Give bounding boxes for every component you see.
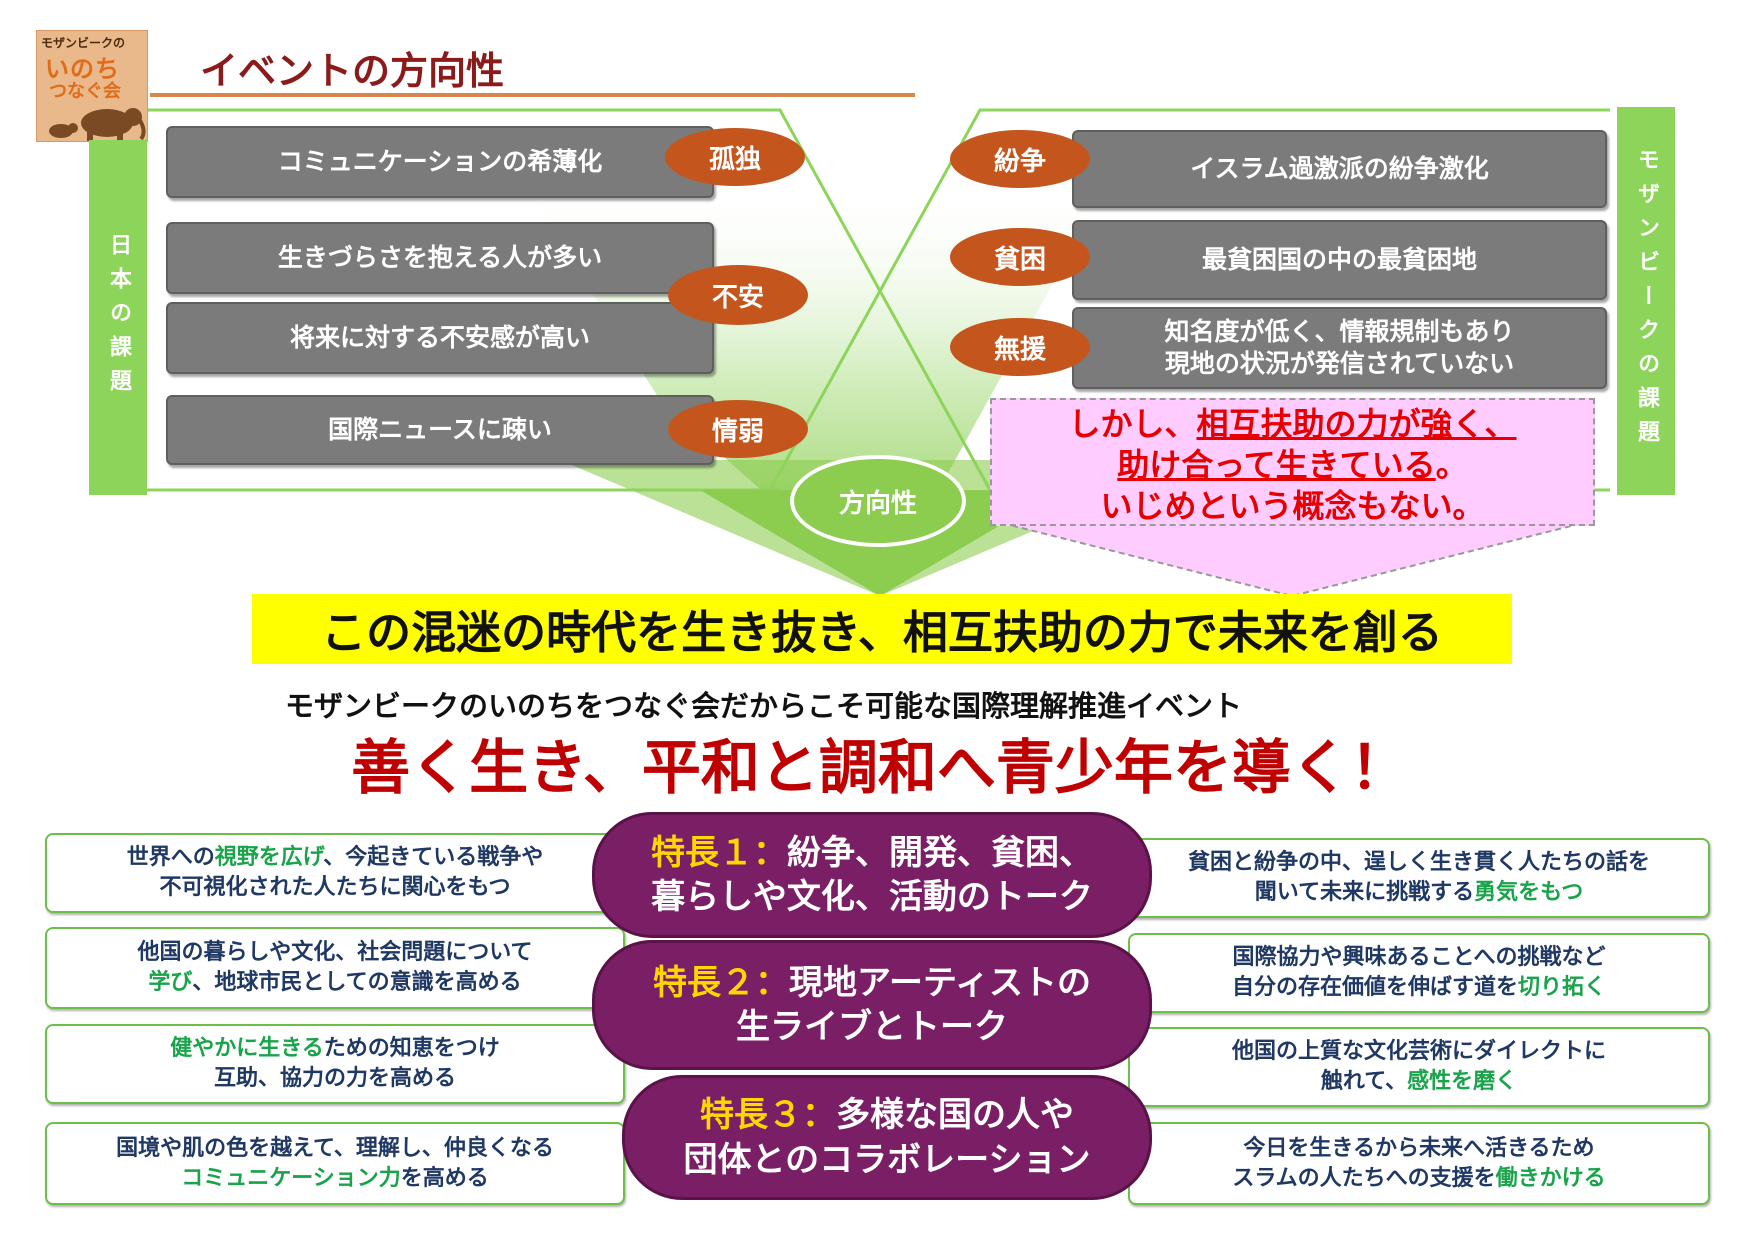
tag-information-weak: 情弱	[668, 400, 808, 458]
japan-issue-1: コミュニケーションの希薄化	[166, 126, 714, 198]
right-benefit-2: 国際協力や興味あることへの挑戦など自分の存在価値を伸ばす道を切り拓く	[1128, 933, 1710, 1013]
page-title: イベントの方向性	[200, 49, 505, 93]
left-benefit-4: 国境や肌の色を越えて、理解し、仲良くなるコミュニケーション力を高める	[45, 1122, 625, 1205]
headline: この混迷の時代を生き抜き、相互扶助の力で未来を創る	[321, 606, 1443, 659]
side-label-japan: 日本の課題	[89, 140, 147, 495]
left-benefit-3: 健やかに生きるための知恵をつけ互助、協力の力を高める	[45, 1024, 625, 1104]
mozambique-issue-2: 最貧困国の中の最貧困地	[1072, 220, 1607, 300]
left-benefit-2: 他国の暮らしや文化、社会問題について学び、地球市民としての意識を高める	[45, 927, 625, 1009]
callout-text: しかし、相互扶助の力が強く、 助け合って生きている。 いじめという概念もない。	[1068, 405, 1517, 525]
mozambique-issue-3: 知名度が低く、情報規制もあり 現地の状況が発信されていない	[1072, 307, 1607, 389]
tag-conflict: 紛争	[950, 130, 1090, 188]
tag-no-support: 無援	[950, 318, 1090, 376]
tag-loneliness: 孤独	[665, 128, 805, 186]
japan-issue-4: 国際ニュースに疎い	[166, 395, 714, 465]
callout-arrow	[990, 520, 1595, 596]
right-benefit-4: 今日を生きるから未来へ活きるためスラムの人たちへの支援を働きかける	[1128, 1122, 1710, 1205]
mozambique-issue-1: イスラム過激派の紛争激化	[1072, 130, 1607, 208]
side-label-mozambique: モザンビークの課題	[1617, 107, 1675, 495]
right-benefit-1: 貧困と紛争の中、逞しく生き貫く人たちの話を聞いて未来に挑戦する勇気をもつ	[1128, 838, 1710, 918]
title-underline	[150, 93, 915, 97]
left-benefit-1: 世界への視野を広げ、今起きている戦争や不可視化された人たちに関心をもつ	[45, 833, 625, 913]
japan-issue-2: 生きづらさを抱える人が多い	[166, 222, 714, 294]
headline-highlight	[252, 594, 1512, 664]
subtitle: モザンビークのいのちをつなぐ会だからこそ可能な国際理解推進イベント	[285, 689, 1243, 723]
logo-line3: つなぐ会	[49, 81, 121, 102]
logo: モザンビークの いのち つなぐ会	[36, 30, 148, 142]
callout-box	[990, 398, 1595, 526]
feature-3: 特長３：多様な国の人や団体とのコラボレーション	[622, 1075, 1152, 1200]
logo-line2: いのち	[45, 55, 120, 83]
feature-2: 特長２：現地アーティストの生ライブとトーク	[592, 940, 1152, 1070]
japan-issue-3: 将来に対する不安感が高い	[166, 302, 714, 374]
slogan: 善く生き、平和と調和へ青少年を導く！	[351, 733, 1409, 802]
tag-anxiety: 不安	[668, 265, 808, 325]
direction-ellipse: 方向性	[790, 455, 966, 547]
right-benefit-3: 他国の上質な文化芸術にダイレクトに触れて、感性を磨く	[1128, 1027, 1710, 1107]
feature-1: 特長１：紛争、開発、貧困、暮らしや文化、活動のトーク	[592, 812, 1152, 938]
tag-poverty: 貧困	[950, 228, 1090, 286]
elephant-icon	[49, 108, 146, 141]
logo-line1: モザンビークの	[41, 36, 126, 50]
